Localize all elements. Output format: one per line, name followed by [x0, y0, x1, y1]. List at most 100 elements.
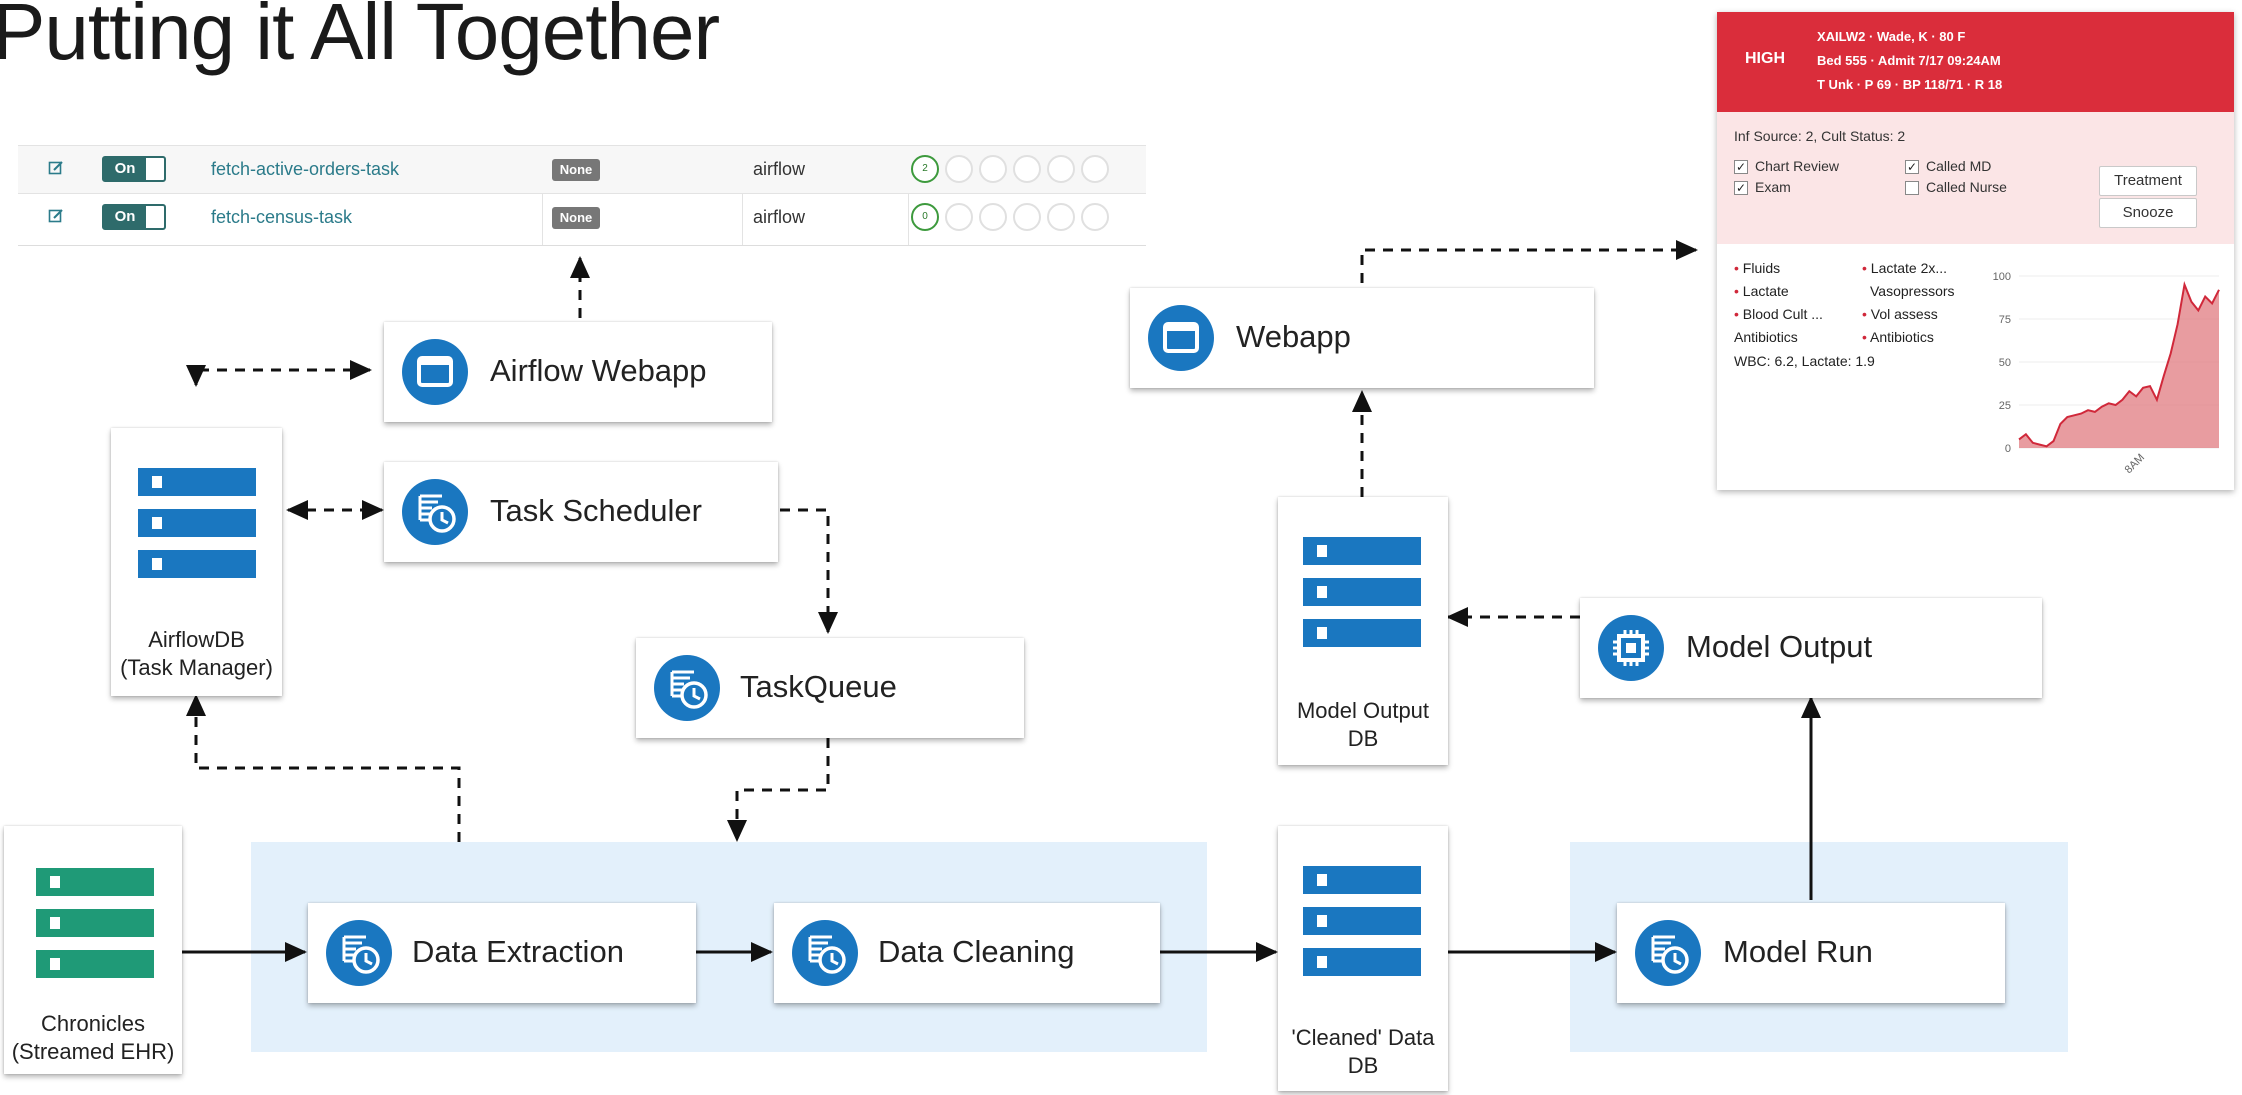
node-label: Data Cleaning [878, 934, 1075, 969]
db-label-line2: (Streamed EHR) [11, 1039, 175, 1064]
patient-alert-card: HIGH XAILW2 · Wade, K · 80 F Bed 555 · A… [1717, 12, 2234, 490]
task-status-circle[interactable] [1013, 155, 1041, 183]
node-label: Airflow Webapp [490, 353, 707, 388]
task-queue-node: TaskQueue [636, 638, 1024, 738]
alert-actions: Inf Source: 2, Cult Status: 2 ✓ Chart Re… [1717, 112, 2234, 244]
db-label-line2: DB [1347, 726, 1379, 751]
care-item: Antibiotics [1734, 329, 1798, 345]
bullet: • [1862, 260, 1867, 276]
column-divider [742, 145, 743, 245]
dag-link[interactable]: fetch-active-orders-task [211, 159, 400, 179]
exam-checkbox[interactable]: ✓ [1734, 181, 1748, 195]
dag-toggle[interactable]: On [102, 156, 166, 182]
airflow-webapp-node: Airflow Webapp [384, 322, 772, 422]
dag-toggle[interactable]: On [102, 204, 166, 230]
called-md-checkbox[interactable]: ✓ [1905, 160, 1919, 174]
lab-values: WBC: 6.2, Lactate: 1.9 [1734, 353, 1875, 369]
arrow-queue-etl [727, 738, 830, 842]
bullet: • [1862, 329, 1867, 345]
care-item: Blood Cult ... [1742, 306, 1823, 322]
task-scheduler-node: Task Scheduler [384, 462, 778, 562]
cleaning-clock-icon [792, 920, 858, 986]
cleaned-db-node: 'Cleaned' Data DB [1278, 826, 1448, 1091]
arrow-webapp-card [1360, 240, 1698, 283]
task-status-circle[interactable] [1047, 155, 1075, 183]
checkbox-label: Exam [1755, 179, 1791, 195]
y-tick-label: 50 [1999, 357, 2011, 369]
task-status-circle[interactable] [979, 203, 1007, 231]
db-label-line1: Model Output [1296, 698, 1430, 723]
task-status-circle[interactable]: 2 [911, 155, 939, 183]
patient-info-line3: T Unk · P 69 · BP 118/71 · R 18 [1817, 77, 2003, 92]
db-label-line1: Chronicles [41, 1011, 145, 1036]
arrow-db-webapp [186, 360, 372, 387]
model-output-node: Model Output [1580, 598, 2042, 698]
slide-title: Putting it All Together [0, 0, 720, 76]
node-label: TaskQueue [740, 669, 897, 704]
window-icon [402, 339, 468, 405]
called-nurse-checkbox[interactable] [1905, 181, 1919, 195]
chip-icon [1598, 615, 1664, 681]
toggle-label: On [104, 158, 146, 180]
owner-cell: airflow [753, 207, 806, 227]
database-icon [1303, 866, 1421, 976]
webapp-node: Webapp [1130, 288, 1594, 388]
task-status-circle[interactable] [945, 155, 973, 183]
y-tick-label: 25 [1999, 400, 2011, 412]
database-icon [36, 868, 154, 978]
edit-icon[interactable] [48, 208, 64, 224]
bullet: • [1862, 306, 1867, 322]
bullet: • [1734, 283, 1739, 299]
scheduler-clock-icon [402, 479, 468, 545]
model-output-db-node: Model Output DB [1278, 497, 1448, 765]
care-item: Vol assess [1870, 306, 1938, 322]
airflow-db-node: AirflowDB (Task Manager) [111, 428, 282, 696]
snooze-button[interactable]: Snooze [2099, 198, 2197, 228]
care-item: Vasopressors [1870, 283, 1955, 299]
node-label: Model Run [1723, 934, 1873, 969]
db-label-line2: DB [1347, 1053, 1379, 1078]
chart-review-checkbox[interactable]: ✓ [1734, 160, 1748, 174]
y-tick-label: 0 [2005, 443, 2011, 455]
table-row: On fetch-census-task None airflow 0 [18, 193, 1146, 242]
treatment-button[interactable]: Treatment [2099, 166, 2197, 196]
task-status-circle[interactable] [979, 155, 1007, 183]
task-status-circle[interactable] [1081, 203, 1109, 231]
y-tick-label: 75 [1999, 314, 2011, 326]
airflow-dag-table: On fetch-active-orders-task None airflow… [18, 145, 1146, 246]
task-status-circle[interactable] [1047, 203, 1075, 231]
window-icon [1148, 305, 1214, 371]
task-status-circle[interactable]: 0 [911, 203, 939, 231]
task-status-circle[interactable] [945, 203, 973, 231]
node-label: Task Scheduler [490, 493, 702, 528]
x-tick-label: 8AM [2123, 452, 2147, 476]
toggle-label: On [104, 206, 146, 228]
data-extraction-node: Data Extraction [308, 903, 696, 1003]
risk-area [2019, 284, 2219, 448]
database-icon [138, 468, 256, 578]
care-item: Lactate 2x... [1870, 260, 1948, 276]
extraction-clock-icon [326, 920, 392, 986]
care-item: Antibiotics [1870, 329, 1934, 345]
db-label-line1: 'Cleaned' Data [1291, 1025, 1435, 1050]
data-cleaning-node: Data Cleaning [774, 903, 1160, 1003]
schedule-badge: None [552, 159, 600, 181]
checkbox-label: Called Nurse [1926, 179, 2007, 195]
chronicles-node: Chronicles (Streamed EHR) [4, 826, 182, 1074]
edit-icon[interactable] [48, 160, 64, 176]
y-tick-label: 100 [1993, 271, 2011, 283]
task-status-circle[interactable] [1013, 203, 1041, 231]
dag-link[interactable]: fetch-census-task [211, 207, 353, 227]
node-label: Webapp [1236, 319, 1351, 354]
patient-info-line1: XAILW2 · Wade, K · 80 F [1817, 29, 1966, 44]
care-item: Lactate [1742, 283, 1789, 299]
owner-cell: airflow [753, 159, 806, 179]
model-run-node: Model Run [1617, 903, 2005, 1003]
database-icon [1303, 537, 1421, 647]
arrow-etl-db [186, 694, 461, 842]
node-label: Model Output [1686, 629, 1873, 664]
node-label: Data Extraction [412, 934, 624, 969]
model-run-clock-icon [1635, 920, 1701, 986]
task-status-circle[interactable] [1081, 155, 1109, 183]
